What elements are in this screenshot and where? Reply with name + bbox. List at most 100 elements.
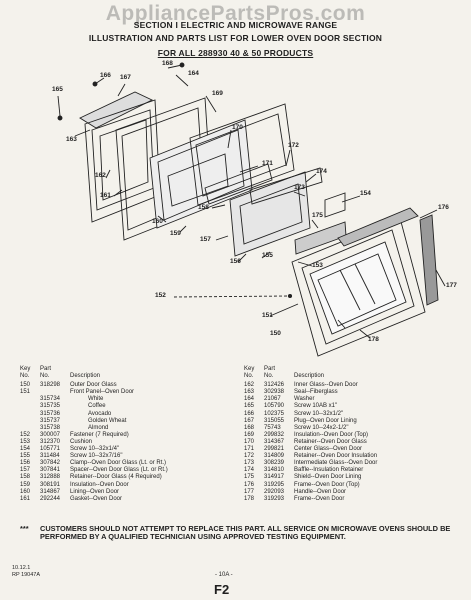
- header-key: No.: [244, 373, 254, 380]
- part-description: Frame--Oven Door (Top): [294, 481, 360, 488]
- page-number: - 10A -: [215, 572, 233, 578]
- part-number: 315737: [40, 417, 61, 424]
- callout-160: 160: [152, 218, 163, 225]
- part-key: 172: [244, 453, 255, 460]
- part-number: 307842: [40, 460, 61, 467]
- part-key: [20, 418, 40, 425]
- part-key: 154: [20, 446, 31, 453]
- header-key: No.: [20, 373, 30, 380]
- part-description: Screw 10--24x2-1/2": [294, 424, 349, 431]
- part-key: 156: [20, 460, 31, 467]
- header-part: No.: [40, 373, 50, 380]
- part-key: [20, 411, 40, 418]
- footer-ref-2: RP 19047A: [12, 572, 41, 578]
- part-key: 160: [20, 488, 31, 495]
- illustration-title: ILLUSTRATION AND PARTS LIST FOR LOWER OV…: [88, 33, 383, 43]
- part-number: 315735: [40, 403, 61, 410]
- callout-157: 157: [200, 236, 211, 243]
- callout-155: 155: [262, 252, 273, 259]
- part-description: Avocado: [88, 410, 112, 417]
- part-description: Seal--Fiberglass: [294, 389, 338, 396]
- part-key: 170: [244, 438, 255, 445]
- part-description: Outer Door Glass: [70, 382, 117, 389]
- part-description: Screw 10AB x1": [294, 403, 338, 410]
- part-row: 150 318298 Outer Door Glass: [20, 382, 168, 389]
- callout-166: 166: [100, 72, 111, 79]
- part-key: 167: [244, 417, 255, 424]
- part-key: 150: [20, 382, 31, 389]
- notice-text: CUSTOMERS SHOULD NOT ATTEMPT TO REPLACE …: [40, 524, 451, 542]
- part-number: 314809: [264, 453, 285, 460]
- part-key: 162: [244, 382, 255, 389]
- part-key: 163: [244, 389, 255, 396]
- part-description: Coffee: [88, 403, 106, 410]
- footer-ref-1: 10.12.1: [12, 565, 31, 571]
- watermark: AppliancePartsPros.com: [105, 2, 366, 25]
- callout-161: 161: [100, 192, 111, 199]
- part-key: 161: [20, 495, 31, 502]
- callout-164-top: 164: [188, 70, 199, 77]
- part-key: 171: [244, 446, 255, 453]
- part-row: 315736 Avocado: [20, 411, 168, 418]
- section-title: SECTION I ELECTRIC AND MICROWAVE RANGE: [133, 20, 338, 30]
- part-number: 312370: [40, 438, 61, 445]
- callout-168: 168: [162, 60, 173, 67]
- part-key: 176: [244, 481, 255, 488]
- callout-172: 172: [288, 142, 299, 149]
- intermediate-glass: [249, 167, 323, 205]
- callout-177: 177: [446, 282, 457, 289]
- callout-174: 174: [316, 168, 327, 175]
- part-description: Center Glass--Oven Door: [294, 446, 363, 453]
- header-desc: Description: [294, 373, 325, 380]
- part-description: Washer: [294, 396, 315, 403]
- header-part-top: Part: [40, 366, 52, 372]
- callout-154: 154: [360, 190, 371, 197]
- part-number: 299821: [264, 446, 285, 453]
- part-key: 155: [20, 453, 31, 460]
- part-number: 308239: [264, 460, 285, 467]
- inner-glass: [99, 119, 149, 201]
- part-key: 165: [244, 403, 255, 410]
- callout-158: 158: [198, 204, 209, 211]
- callout-159: 159: [170, 230, 181, 237]
- outer-door-glass: [317, 253, 397, 327]
- callout-175: 175: [312, 212, 323, 219]
- part-number: 312888: [40, 474, 61, 481]
- callout-167: 167: [120, 74, 131, 81]
- part-number: 314867: [40, 488, 61, 495]
- part-description: Frame--Oven Door: [294, 495, 345, 502]
- header-desc: Description: [70, 373, 101, 380]
- callout-178: 178: [368, 336, 379, 343]
- page-code: F2: [214, 582, 230, 597]
- part-number: 318298: [40, 382, 61, 389]
- center-glass-retainer: [167, 153, 229, 207]
- part-key: 157: [20, 467, 31, 474]
- part-key: 159: [20, 481, 31, 488]
- part-number: 315736: [40, 410, 61, 417]
- part-description: Plug--Oven Door Lining: [294, 417, 357, 424]
- part-key: [20, 403, 40, 410]
- part-description: Fastener (7 Required): [70, 431, 129, 438]
- part-key: 166: [244, 410, 255, 417]
